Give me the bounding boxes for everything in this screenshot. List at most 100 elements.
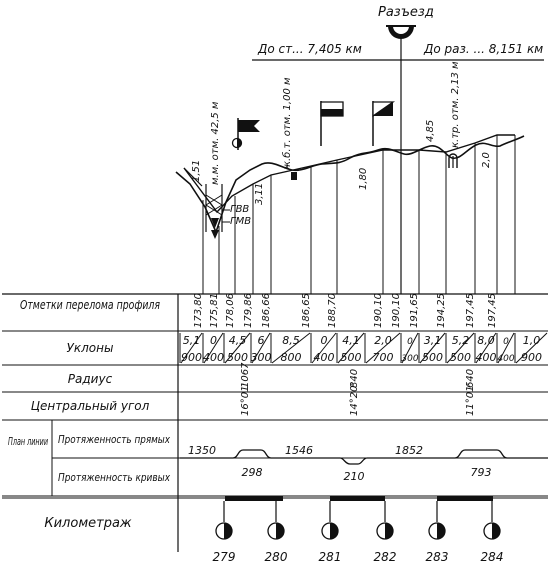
central-angle-value: 14°20' bbox=[349, 383, 360, 416]
mm-annotation: м.м. отм. 42,5 м bbox=[210, 101, 221, 185]
plan-row-label: План линии bbox=[8, 435, 48, 448]
grade-label: 4,85 bbox=[425, 120, 436, 142]
elevation-value: 190,10 bbox=[373, 293, 384, 328]
design-grade-line bbox=[183, 134, 515, 214]
grade-label: 3,11 bbox=[254, 183, 265, 205]
curve-length: 210 bbox=[344, 470, 365, 483]
elevations-row-label: Отметки перелома профиля bbox=[20, 298, 160, 312]
gmv-label: ГМВ bbox=[230, 216, 251, 227]
gradient-slope-line bbox=[446, 332, 475, 364]
gradient-top: 0 bbox=[210, 334, 217, 347]
flag-icon bbox=[320, 101, 344, 146]
elevation-value: 194,25 bbox=[436, 293, 447, 328]
gradient-bottom: 800 bbox=[281, 351, 302, 364]
straight-length: 1350 bbox=[188, 444, 216, 457]
gradient-bottom: 900 bbox=[521, 351, 542, 364]
gradient-bottom: 300 bbox=[251, 351, 272, 364]
km-label: 281 bbox=[319, 550, 342, 564]
elevation-value: 190,10 bbox=[391, 293, 402, 328]
km-marker-fill bbox=[492, 523, 500, 539]
curves-row-label: Протяженность кривых bbox=[58, 471, 170, 484]
gradient-bottom: 500 bbox=[341, 351, 362, 364]
central-angle-value: 16°01' bbox=[240, 383, 251, 416]
gradient-top: 0 bbox=[321, 334, 328, 347]
gradient-top: 3,1 bbox=[424, 334, 442, 347]
km-marker-fill bbox=[385, 523, 393, 539]
gradient-bottom: 400 bbox=[203, 351, 224, 364]
gradient-bottom: 900 bbox=[181, 351, 202, 364]
gradient-top: 8,5 bbox=[282, 334, 300, 347]
gradient-slope-line bbox=[271, 332, 311, 364]
gradient-bottom: 400 bbox=[497, 354, 514, 364]
elevation-value: 175,81 bbox=[209, 293, 220, 328]
gradient-bottom: 300 bbox=[401, 354, 418, 364]
gradient-slope-line bbox=[337, 332, 365, 364]
radius-value: 640 bbox=[465, 369, 476, 388]
gradient-bottom: 400 bbox=[314, 351, 335, 364]
elevation-value: 197,45 bbox=[465, 293, 476, 328]
curve-length: 298 bbox=[242, 466, 263, 479]
culvert-icon bbox=[205, 184, 230, 239]
gradient-top: 4,5 bbox=[229, 334, 247, 347]
elevation-value: 186,66 bbox=[261, 293, 272, 328]
km-label: 284 bbox=[481, 550, 504, 564]
gradient-slope-line bbox=[180, 332, 203, 364]
elevation-value: 191,65 bbox=[409, 293, 420, 328]
gradient-top: 2,0 bbox=[374, 334, 392, 347]
straight-length: 1546 bbox=[285, 444, 313, 457]
gradient-slope-line bbox=[365, 332, 401, 364]
km-label: 283 bbox=[426, 550, 449, 564]
gradient-slope-line bbox=[224, 332, 251, 364]
gradients-row-label: Уклоны bbox=[67, 341, 114, 355]
radius-row-label: Радиус bbox=[68, 372, 113, 386]
km-marker-fill bbox=[224, 523, 232, 539]
gradient-slope-line bbox=[419, 332, 446, 364]
central-angle-value: 11°01' bbox=[465, 383, 476, 416]
gradient-bottom: 700 bbox=[373, 351, 394, 364]
elevation-value: 197,45 bbox=[487, 293, 498, 328]
gradient-slope-line bbox=[401, 332, 419, 364]
grade-label: 1,80 bbox=[358, 168, 369, 190]
to-siding-distance: До раз. ... 8,151 км bbox=[423, 42, 543, 56]
elevation-value: 186,65 bbox=[301, 293, 312, 328]
gradient-slope-line bbox=[515, 332, 548, 364]
km-marker-fill bbox=[437, 523, 445, 539]
elevation-value: 173,80 bbox=[193, 293, 204, 328]
straights-row-label: Протяженность прямых bbox=[58, 433, 170, 446]
profile-table: Отметки перелома профиля Уклоны Радиус Ц… bbox=[2, 293, 548, 564]
gradient-bottom: 400 bbox=[476, 351, 497, 364]
gradient-values: 5,190004004,550063008,580004004,15002,07… bbox=[179, 332, 548, 364]
ground-surface-line bbox=[175, 135, 525, 235]
pipe-marker-icon bbox=[448, 153, 458, 168]
km-label: 280 bbox=[265, 550, 288, 564]
gradient-bottom: 500 bbox=[450, 351, 471, 364]
km-label: 282 bbox=[374, 550, 397, 564]
gradient-slope-line bbox=[311, 332, 337, 364]
station-label: Разъезд bbox=[378, 5, 434, 20]
gvv-label: ГВВ bbox=[230, 204, 249, 215]
flag-icon bbox=[231, 118, 260, 150]
gradient-slope-line bbox=[251, 332, 271, 364]
km-label: 279 bbox=[213, 550, 236, 564]
elevation-value: 179,86 bbox=[243, 293, 254, 328]
elevation-value: 188,70 bbox=[327, 293, 338, 328]
gradient-slope-line bbox=[497, 332, 515, 364]
gradient-slope-line bbox=[203, 332, 224, 364]
to-station-distance: До ст... 7,405 км bbox=[257, 42, 362, 56]
curve-length: 793 bbox=[471, 466, 492, 479]
profile-section: Разъезд До ст... 7,405 км До раз. ... 8,… bbox=[175, 5, 544, 294]
gradient-top: 0 bbox=[503, 337, 509, 347]
gradient-top: 4,1 bbox=[342, 334, 360, 347]
gradient-top: 1,0 bbox=[523, 334, 541, 347]
rr-bridge-annotation: ж.б.т. отм. 1,00 м bbox=[281, 77, 293, 171]
gradient-bottom: 500 bbox=[422, 351, 443, 364]
radius-value: 840 bbox=[349, 369, 360, 388]
gradient-top: 8,0 bbox=[477, 334, 495, 347]
gradient-top: 0 bbox=[407, 337, 413, 347]
pipe-annotation: к.тр. отм. 2,13 м bbox=[450, 61, 461, 148]
gradient-slope-line bbox=[475, 332, 497, 364]
kilometer-markers: 279 280 281 282 283 284 bbox=[213, 501, 504, 564]
km-marker-fill bbox=[276, 523, 284, 539]
